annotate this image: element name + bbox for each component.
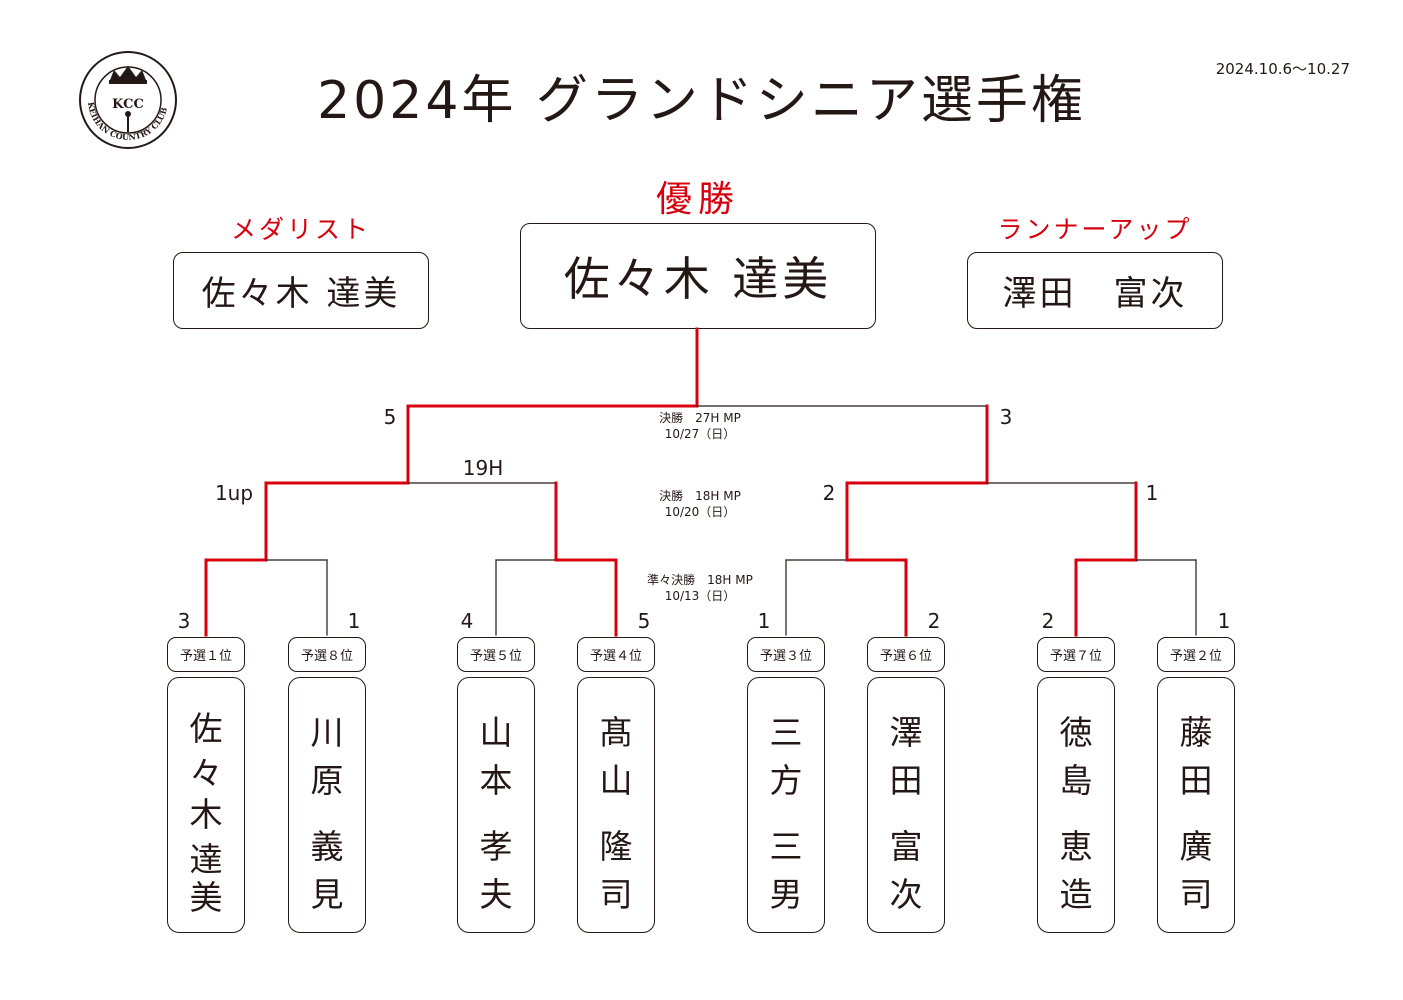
player-name-char: 美 xyxy=(189,878,223,917)
final-score-left: 5 xyxy=(383,405,397,429)
player-name-box: 佐 々 木 達 美 xyxy=(167,677,245,933)
player-rank-badge: 予選６位 xyxy=(867,637,945,672)
qf-score-player-2: 1 xyxy=(347,609,361,633)
player-name-box: 徳 島 恵 造 xyxy=(1037,677,1115,933)
player-name-char: 山 xyxy=(599,761,633,800)
player-name-char: 孝 xyxy=(479,827,513,866)
player-rank-badge: 予選１位 xyxy=(167,637,245,672)
page-title: 2024年 グランドシニア選手権 xyxy=(317,71,1086,131)
qf-score-player-5: 1 xyxy=(757,609,771,633)
player-name-box: 澤 田 富 次 xyxy=(867,677,945,933)
player-name-char: 藤 xyxy=(1179,713,1213,752)
player-name-char: 男 xyxy=(769,875,803,914)
player-name-char: 木 xyxy=(189,795,223,834)
player-name-char: 司 xyxy=(599,875,633,914)
player-rank-badge: 予選８位 xyxy=(288,637,366,672)
svg-text:KCC: KCC xyxy=(112,97,144,112)
player-name-char: 原 xyxy=(310,761,344,800)
player-name-char: 義 xyxy=(310,827,344,866)
player-rank-badge: 予選３位 xyxy=(747,637,825,672)
medalist-name-box: 佐々木 達美 xyxy=(173,252,429,329)
player-name-char: 澤 xyxy=(889,713,923,752)
player-name-char: 廣 xyxy=(1179,827,1213,866)
player-rank-badge: 予選２位 xyxy=(1157,637,1235,672)
player-rank-badge: 予選４位 xyxy=(577,637,655,672)
semifinal-score-2: 19H xyxy=(462,456,504,480)
player-name-char: 本 xyxy=(479,761,513,800)
player-name-char: 髙 xyxy=(599,713,633,752)
quarterfinal-round-format: 準々決勝 18H MP xyxy=(647,573,753,587)
player-name-char: 徳 xyxy=(1059,713,1093,752)
semifinal-score-3: 2 xyxy=(822,481,836,505)
quarterfinal-round-info: 準々決勝 18H MP 10/13（日） xyxy=(600,572,800,604)
player-name-box: 山 本 孝 夫 xyxy=(457,677,535,933)
player-name-char: 夫 xyxy=(479,875,513,914)
champion-label: 優勝 xyxy=(655,179,740,220)
champion-name: 佐々木 達美 xyxy=(563,252,833,306)
player-rank-badge: 予選７位 xyxy=(1037,637,1115,672)
player-name-box: 川 原 義 見 xyxy=(288,677,366,933)
player-name-char: 造 xyxy=(1059,875,1093,914)
runnerup-label: ランナーアップ xyxy=(997,215,1193,244)
player-name-char: 富 xyxy=(889,827,923,866)
player-name-char: 達 xyxy=(189,840,223,879)
qf-score-player-8: 1 xyxy=(1217,609,1231,633)
semifinal-round-date: 10/20（日） xyxy=(664,505,736,519)
qf-score-player-6: 2 xyxy=(927,609,941,633)
player-name-char: 々 xyxy=(189,754,223,793)
player-name-char: 田 xyxy=(889,761,923,800)
qf-score-player-4: 5 xyxy=(637,609,651,633)
player-name-char: 司 xyxy=(1179,875,1213,914)
player-name-char: 山 xyxy=(479,713,513,752)
semifinal-round-info: 決勝 18H MP 10/20（日） xyxy=(600,488,800,520)
player-name-char: 佐 xyxy=(189,709,223,748)
player-name-char: 田 xyxy=(1179,761,1213,800)
player-name-char: 恵 xyxy=(1059,827,1093,866)
qf-score-player-3: 4 xyxy=(460,609,474,633)
player-name-char: 隆 xyxy=(599,827,633,866)
semifinal-round-format: 決勝 18H MP xyxy=(659,489,741,503)
medalist-name: 佐々木 達美 xyxy=(201,274,401,314)
player-name-char: 三 xyxy=(769,827,803,866)
player-name-char: 見 xyxy=(310,875,344,914)
player-name-box: 藤 田 廣 司 xyxy=(1157,677,1235,933)
kcc-logo-icon: KCC KEIHAN COUNTRY CLUB xyxy=(79,51,177,149)
player-name-box: 髙 山 隆 司 xyxy=(577,677,655,933)
final-round-info: 決勝 27H MP 10/27（日） xyxy=(600,410,800,442)
qf-score-player-7: 2 xyxy=(1041,609,1055,633)
player-name-box: 三 方 三 男 xyxy=(747,677,825,933)
player-name-char: 三 xyxy=(769,713,803,752)
date-range: 2024.10.6～10.27 xyxy=(1215,60,1350,78)
final-round-format: 決勝 27H MP xyxy=(659,411,741,425)
runnerup-name-box: 澤田 富次 xyxy=(967,252,1223,329)
final-score-right: 3 xyxy=(999,405,1013,429)
medalist-label: メダリスト xyxy=(230,215,371,244)
final-round-date: 10/27（日） xyxy=(664,427,736,441)
player-rank-badge: 予選５位 xyxy=(457,637,535,672)
player-name-char: 方 xyxy=(769,761,803,800)
semifinal-score-4: 1 xyxy=(1145,481,1159,505)
quarterfinal-round-date: 10/13（日） xyxy=(664,589,736,603)
player-name-char: 島 xyxy=(1059,761,1093,800)
player-name-char: 川 xyxy=(310,713,344,752)
player-name-char: 次 xyxy=(889,875,923,914)
semifinal-score-1: 1up xyxy=(214,481,254,505)
qf-score-player-1: 3 xyxy=(177,609,191,633)
runnerup-name: 澤田 富次 xyxy=(1002,274,1188,314)
